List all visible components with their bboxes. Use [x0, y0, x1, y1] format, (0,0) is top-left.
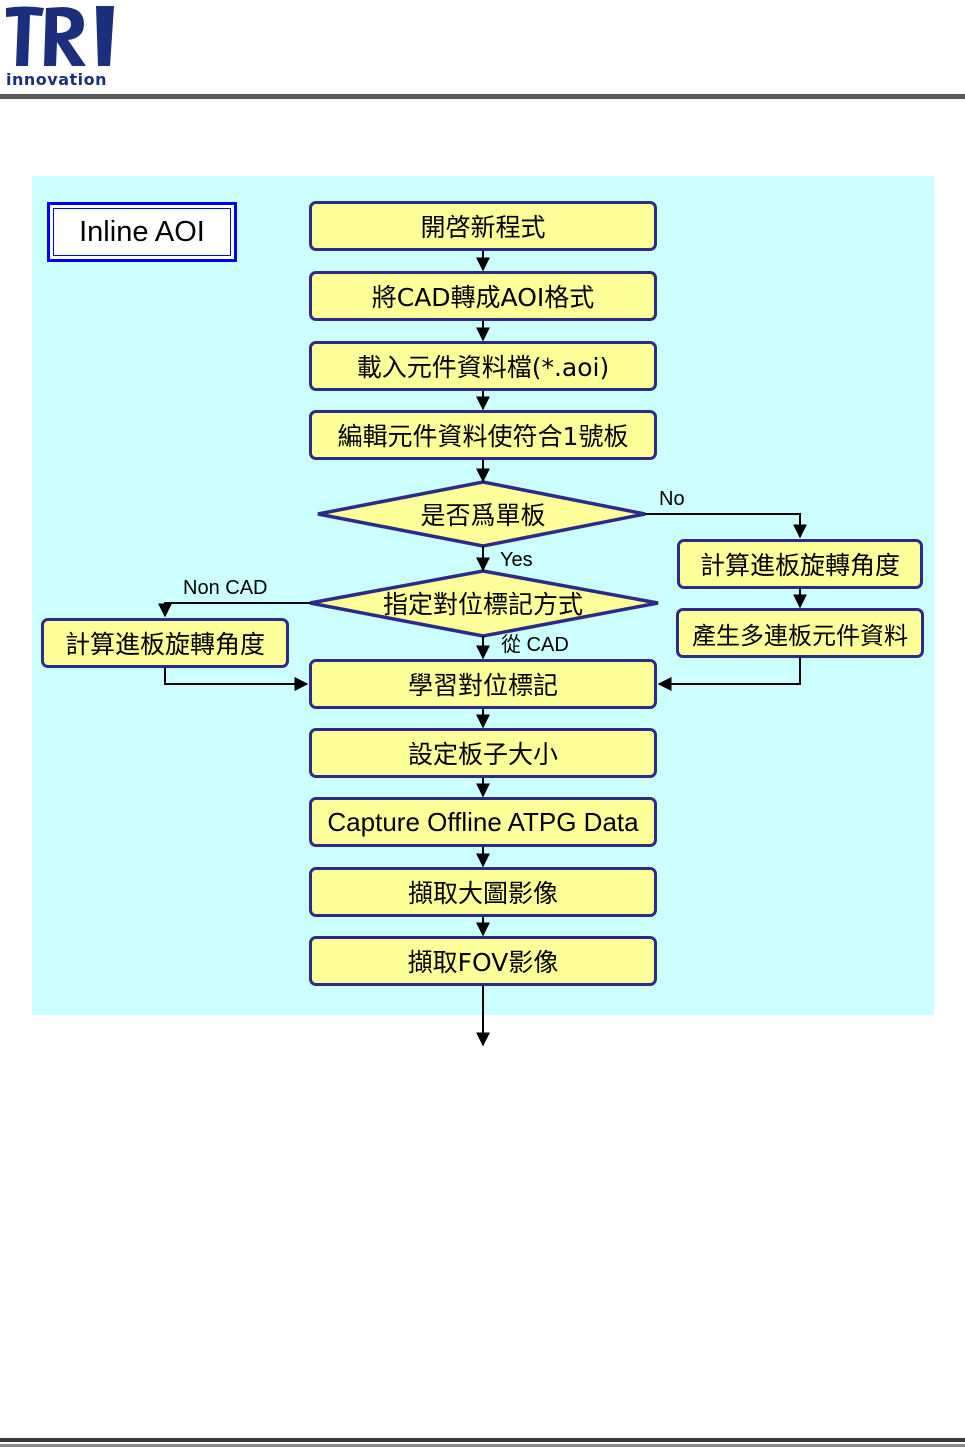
- decision-fiducial-label: 指定對位標記方式: [383, 590, 583, 619]
- footer-rule-light: [0, 1444, 965, 1447]
- arrow-no: [645, 514, 800, 537]
- decision-single-board-label: 是否爲單板: [420, 501, 545, 530]
- label-non-cad: Non CAD: [183, 577, 267, 599]
- arrow-right-return: [659, 658, 800, 684]
- arrow-non-cad: [165, 603, 310, 616]
- arrow-left-return: [165, 668, 307, 684]
- footer-rule: [0, 1438, 965, 1442]
- label-no: No: [659, 488, 685, 510]
- label-yes: Yes: [500, 549, 533, 571]
- label-from-cad: 從 CAD: [501, 633, 569, 656]
